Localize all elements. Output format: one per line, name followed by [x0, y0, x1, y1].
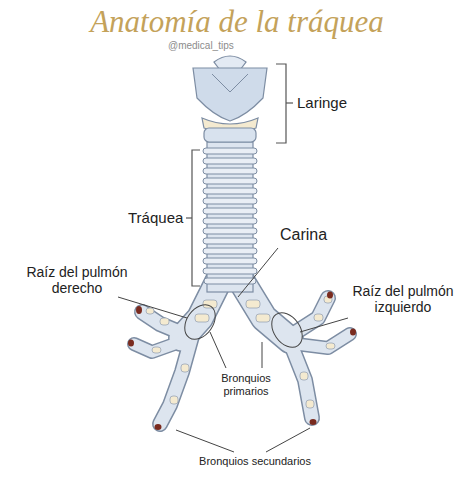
part-label-box: Carina [280, 226, 327, 244]
part-label-box: Raíz del pulmón izquierdo [343, 283, 463, 315]
part-label: Laringe [297, 94, 347, 111]
bracket [186, 64, 293, 286]
tracheal-rings [203, 148, 257, 284]
bronchiole-tips [128, 292, 356, 431]
part-label-box: Bronquios primarios [208, 372, 284, 397]
part-label: Raíz del pulmón derecho [26, 264, 127, 296]
part-label: Raíz del pulmón izquierdo [352, 283, 453, 315]
larynx [193, 56, 267, 142]
part-label-box: Raíz del pulmón derecho [20, 264, 134, 296]
part-label: Bronquios primarios [221, 372, 271, 397]
leader-line [118, 248, 348, 452]
watermark-box: @medical_tips [168, 40, 234, 52]
part-label: Carina [280, 226, 327, 243]
part-label-box: Laringe [297, 94, 347, 111]
title-box: Anatomía de la tráquea [0, 4, 474, 40]
part-label-box: Bronquios secundarios [180, 455, 330, 468]
bronchi-outline [134, 282, 350, 424]
title: Anatomía de la tráquea [90, 4, 384, 39]
bronchi-fill [134, 282, 350, 424]
part-label-box: Tráquea [128, 209, 183, 226]
part-label: Bronquios secundarios [199, 455, 311, 467]
part-label: Tráquea [128, 209, 183, 226]
cartilage-plates [146, 296, 335, 408]
watermark: @medical_tips [168, 40, 234, 51]
